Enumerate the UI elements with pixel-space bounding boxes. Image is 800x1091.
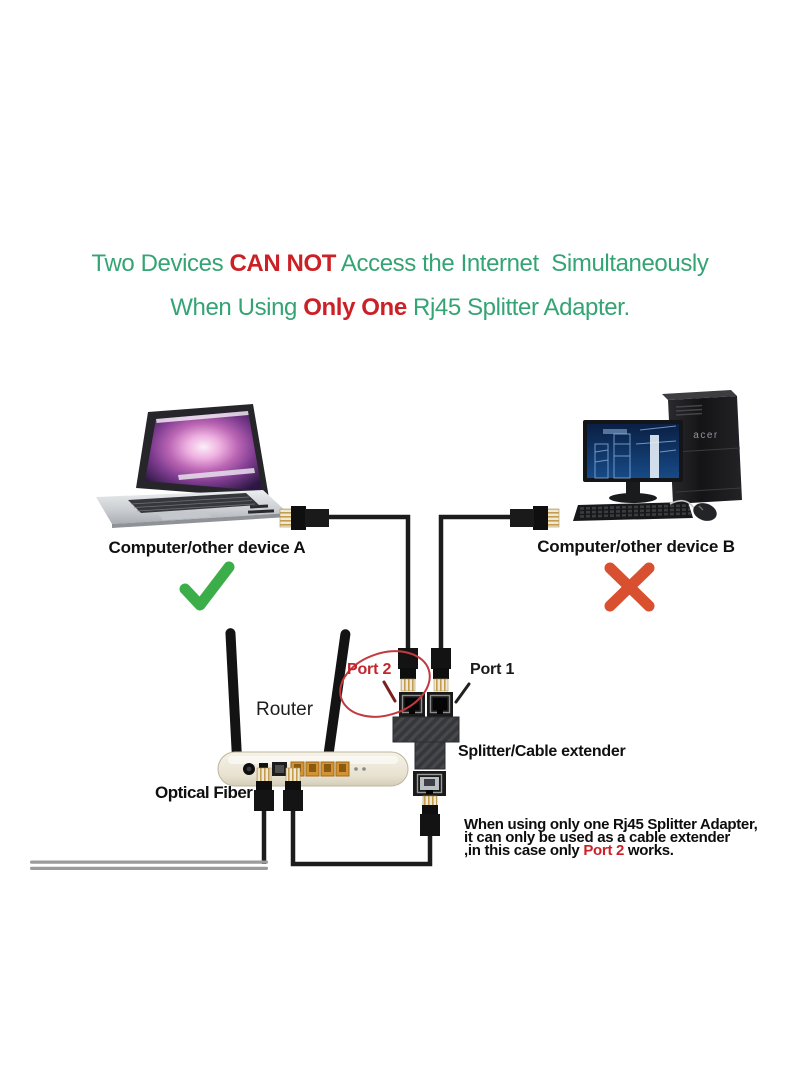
cable-desktop-to-splitter: [438, 514, 513, 650]
headline-green-text: When Using: [170, 294, 304, 321]
rj45-plug-device-a: [279, 506, 329, 530]
cable-laptop-to-splitter: [327, 514, 411, 650]
port2-red-text: Port 2: [583, 842, 625, 859]
device-b-label: Computer/other device B: [537, 537, 735, 556]
check-icon: [179, 561, 235, 611]
cross-icon: [604, 562, 655, 612]
port2-pointer-tick: [382, 680, 397, 703]
rj45-plug-into-port2: [398, 648, 418, 692]
headline-green-text: Access the Internet Simultaneously: [335, 250, 709, 277]
port1-pointer-tick: [454, 682, 471, 704]
headline-line-2: When Using Only One Rj45 Splitter Adapte…: [0, 294, 800, 322]
laptop-dock: [178, 468, 255, 480]
router-label: Router: [256, 699, 314, 720]
headline-green-text: Two Devices: [91, 250, 230, 277]
rj45-plug-device-b: [510, 506, 560, 530]
mouse-cable: [669, 499, 695, 509]
cable-router-right-to-extender: [290, 810, 433, 867]
rj45-plug-router-left: [254, 767, 274, 811]
splitter-label: Splitter/Cable extender: [458, 743, 626, 760]
usage-note-line-3: ,in this case only Port 2 works.: [464, 842, 674, 859]
desktop-illustration: acer: [573, 390, 742, 521]
desktop-keyboard: [573, 502, 693, 521]
desktop-mouse: [693, 503, 717, 521]
headline-line-1: Two Devices CAN NOT Access the Internet …: [0, 250, 800, 278]
router-antenna-left: [225, 628, 242, 761]
headline-red-text: Only One: [303, 294, 407, 321]
port2-highlight-ellipse: [339, 650, 431, 718]
port1-label: Port 1: [470, 661, 515, 678]
port2-label: Port 2: [347, 661, 392, 678]
ethernet-cables: [261, 514, 513, 867]
usage-note: When using only one Rj45 Splitter Adapte…: [464, 816, 794, 859]
headline-red-text: CAN NOT: [229, 250, 336, 277]
optical-fiber-label: Optical Fiber: [155, 783, 253, 802]
laptop-menubar: [156, 411, 249, 423]
monitor-stand-base: [609, 493, 657, 503]
tower-brand-logo: acer: [693, 430, 718, 441]
splitter-body: [392, 716, 460, 770]
optical-fiber-cable: [30, 860, 268, 870]
laptop-illustration: [96, 404, 288, 528]
laptop-front-edge: [112, 513, 288, 528]
laptop-side-ports: [247, 504, 275, 514]
rj45-plug-extender-bottom: [420, 795, 440, 836]
tower-top: [662, 390, 737, 400]
tower-vents: [675, 404, 703, 416]
monitor-wallpaper-tower: [650, 435, 659, 478]
rj45-plug-into-port1: [431, 648, 451, 692]
splitter-illustration: [392, 648, 460, 836]
device-a-label: Computer/other device A: [108, 538, 306, 557]
router-antenna-right: [323, 629, 351, 761]
splitter-port-1: [427, 692, 453, 717]
rj45-plug-router-right: [283, 767, 303, 811]
monitor-stand-neck: [626, 482, 640, 495]
extender-coupler-port: [413, 771, 446, 796]
laptop-trackpad: [158, 511, 211, 520]
headline-green-text: Rj45 Splitter Adapter.: [406, 294, 630, 321]
usage-note-line-1: When using only one Rj45 Splitter Adapte…: [464, 816, 758, 833]
laptop-screen: [145, 411, 262, 491]
usage-note-line-2: it can only be used as a cable extender: [464, 829, 730, 846]
